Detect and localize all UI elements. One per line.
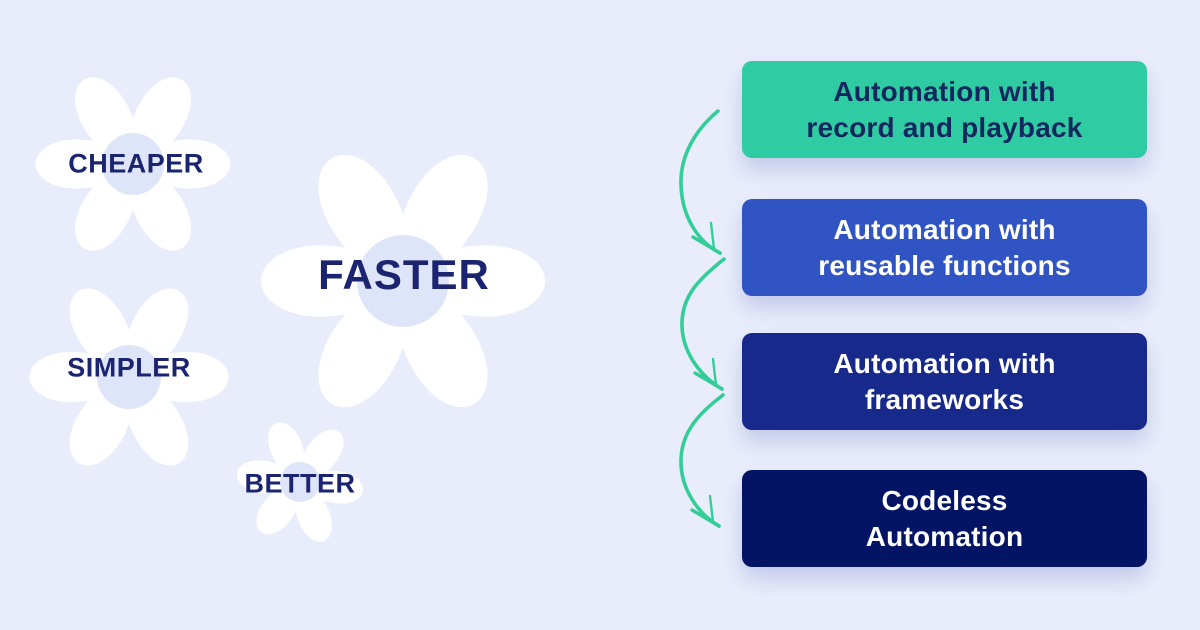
gear-simpler-icon [29,288,229,466]
flow-arrow-2-icon [680,257,726,391]
gear-faster-icon [261,154,545,408]
gear-label-cheaper: CHEAPER [68,148,204,179]
flow-step-label-line: reusable functions [818,249,1071,281]
flow-step-label-line: Automation with [833,75,1056,107]
flow-step-record-playback: Automation with record and playback [742,61,1147,158]
flow-step-label-line: record and playback [806,111,1083,143]
flow-arrow-3-icon [679,393,725,528]
flow-step-frameworks: Automation with frameworks [742,333,1147,430]
gear-cheaper-icon [35,77,231,251]
gear-label-better: BETTER [244,468,356,499]
flow-step-label-line: Automation [865,520,1024,552]
flow-arrow-1-icon [679,109,722,255]
flow-step-label-line: Codeless [881,484,1008,516]
flow-step-reusable-functions: Automation with reusable functions [742,199,1147,296]
flow-step-label-line: Automation with [833,347,1056,379]
flow-step-label-line: frameworks [864,383,1025,415]
flow-step-codeless-automation: Codeless Automation [742,470,1147,567]
flow-step-label-line: Automation with [833,213,1056,245]
gear-label-faster: FASTER [318,251,490,298]
gear-better-icon [236,422,364,542]
gear-label-simpler: SIMPLER [67,352,191,383]
